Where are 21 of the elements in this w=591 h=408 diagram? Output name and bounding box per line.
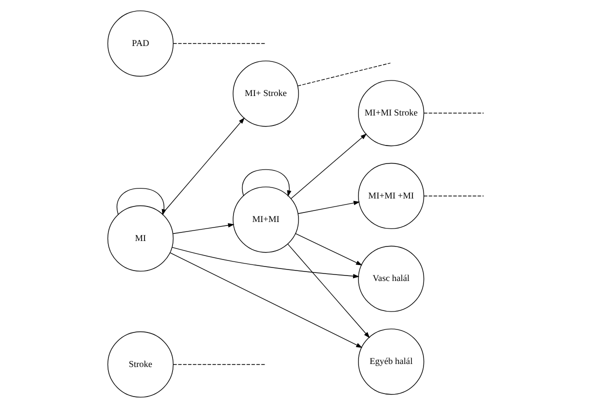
arrow (169, 252, 362, 348)
connector (172, 364, 265, 365)
node-circle: Stroke (106, 331, 174, 398)
node-circle: Vasc halál (358, 246, 424, 312)
node-circle: MI (106, 205, 174, 272)
arrow (241, 169, 291, 197)
node-circle: PAD (106, 10, 174, 77)
connector (172, 43, 265, 44)
connector (423, 112, 484, 114)
arrow (297, 200, 360, 214)
arrow (172, 223, 234, 234)
node-circle: Egyéb halál (358, 328, 424, 395)
arrow (171, 246, 359, 278)
arrow (294, 233, 362, 266)
connector (296, 62, 390, 86)
arrow (286, 244, 370, 338)
node-circle: MI+MI +MI (358, 162, 424, 230)
arrow (290, 133, 366, 199)
node-circle: MI+MI (232, 186, 298, 253)
node-circle: MI+ Stroke (232, 60, 298, 127)
node-circle: MI+MI Stroke (358, 80, 424, 146)
